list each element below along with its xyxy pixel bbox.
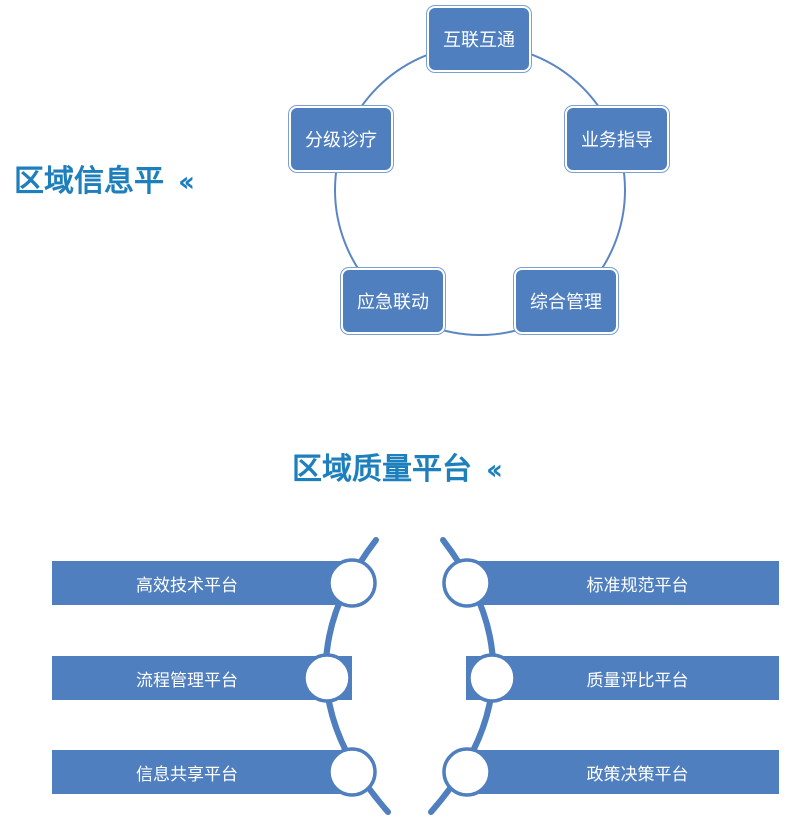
cycle-node-business-guidance: 业务指导 bbox=[565, 106, 669, 172]
platform-bar-process-management: 流程管理平台 bbox=[52, 656, 352, 700]
cycle-node-tiered-diagnosis: 分级诊疗 bbox=[289, 106, 393, 172]
platform-bar-info-sharing: 信息共享平台 bbox=[52, 750, 352, 794]
connector-circle bbox=[442, 558, 492, 608]
bar-label: 信息共享平台 bbox=[136, 764, 238, 785]
platform-bar-policy-decision: 政策决策平台 bbox=[466, 750, 779, 794]
cycle-node-interconnection: 互联互通 bbox=[427, 6, 531, 72]
bar-label: 流程管理平台 bbox=[136, 670, 238, 691]
region-quality-platform-heading: 区域质量平台 ‹‹ bbox=[292, 452, 503, 488]
cycle-node-emergency-linkage: 应急联动 bbox=[341, 268, 445, 334]
connector-circle bbox=[327, 747, 377, 797]
bar-label: 标准规范平台 bbox=[586, 575, 689, 596]
connector-circle bbox=[327, 558, 377, 608]
connector-circle bbox=[467, 653, 517, 703]
heading-text: 区域信息平 bbox=[14, 164, 164, 199]
bar-label: 高效技术平台 bbox=[136, 575, 238, 596]
platform-bar-quality-rating: 质量评比平台 bbox=[466, 656, 779, 700]
platform-bar-standards: 标准规范平台 bbox=[466, 561, 779, 605]
connector-circle bbox=[442, 747, 492, 797]
platform-bar-efficient-tech: 高效技术平台 bbox=[52, 561, 352, 605]
connector-circle bbox=[302, 653, 352, 703]
heading-text: 区域质量平台 bbox=[292, 452, 472, 487]
bar-label: 质量评比平台 bbox=[586, 670, 689, 691]
cycle-node-integrated-management: 综合管理 bbox=[514, 268, 618, 334]
bar-label: 政策决策平台 bbox=[586, 764, 689, 785]
